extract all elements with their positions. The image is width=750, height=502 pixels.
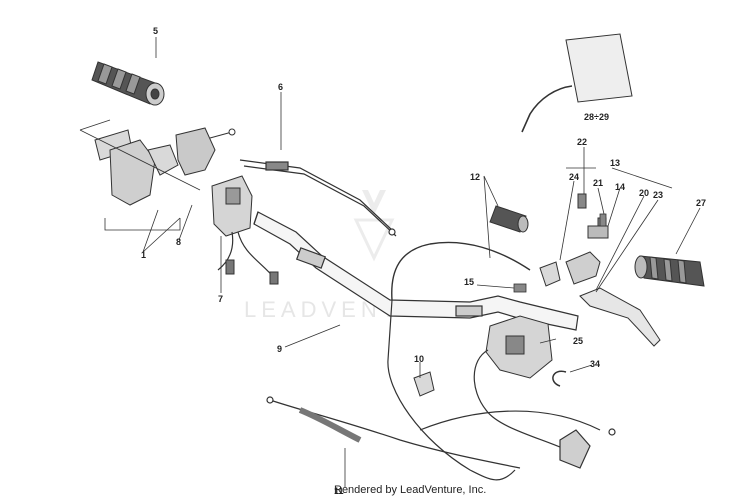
callout-12: 12 (470, 172, 480, 182)
bracket-10 (413, 371, 435, 397)
clutch-cable (391, 241, 531, 301)
callout-10: 10 (414, 354, 424, 364)
rubber-boot-12 (489, 205, 529, 233)
lower-cables (266, 299, 616, 481)
callout-11: 11 (334, 486, 344, 496)
callout-9: 9 (277, 344, 282, 354)
callout-25: 25 (573, 336, 583, 346)
callout-labels: 1 5 6 7 8 9 10 11 12 13 14 15 20 21 22 2… (141, 26, 706, 496)
callout-21: 21 (593, 178, 603, 188)
callout-1: 1 (141, 250, 146, 260)
throttle-housing (94, 127, 236, 206)
callout-7: 7 (218, 294, 223, 304)
callout-34: 34 (590, 359, 600, 369)
handlebar (253, 211, 579, 331)
callout-8: 8 (176, 237, 181, 247)
clip-ring-34 (552, 370, 567, 387)
clip-15 (513, 283, 527, 293)
callout-13: 13 (610, 158, 620, 168)
callout-22: 22 (577, 137, 587, 147)
callout-27: 27 (696, 198, 706, 208)
throttle-cables (239, 159, 397, 237)
leader-lines (142, 37, 701, 487)
exploded-guide-lines (79, 119, 201, 231)
right-grip (634, 255, 705, 287)
callout-23: 23 (653, 190, 663, 200)
right-switch-housing (473, 315, 581, 457)
bolt-14 (599, 213, 607, 227)
callout-24: 24 (569, 172, 579, 182)
callout-28-29: 28÷29 (584, 112, 609, 122)
callout-15: 15 (464, 277, 474, 287)
left-grip (91, 61, 165, 106)
callout-20: 20 (639, 188, 649, 198)
credit-text: Rendered by LeadVenture, Inc. (334, 484, 487, 496)
mirror (521, 33, 633, 133)
callout-14: 14 (615, 182, 625, 192)
callout-5: 5 (153, 26, 158, 36)
callout-6: 6 (278, 82, 283, 92)
left-switch-housing (211, 175, 279, 285)
